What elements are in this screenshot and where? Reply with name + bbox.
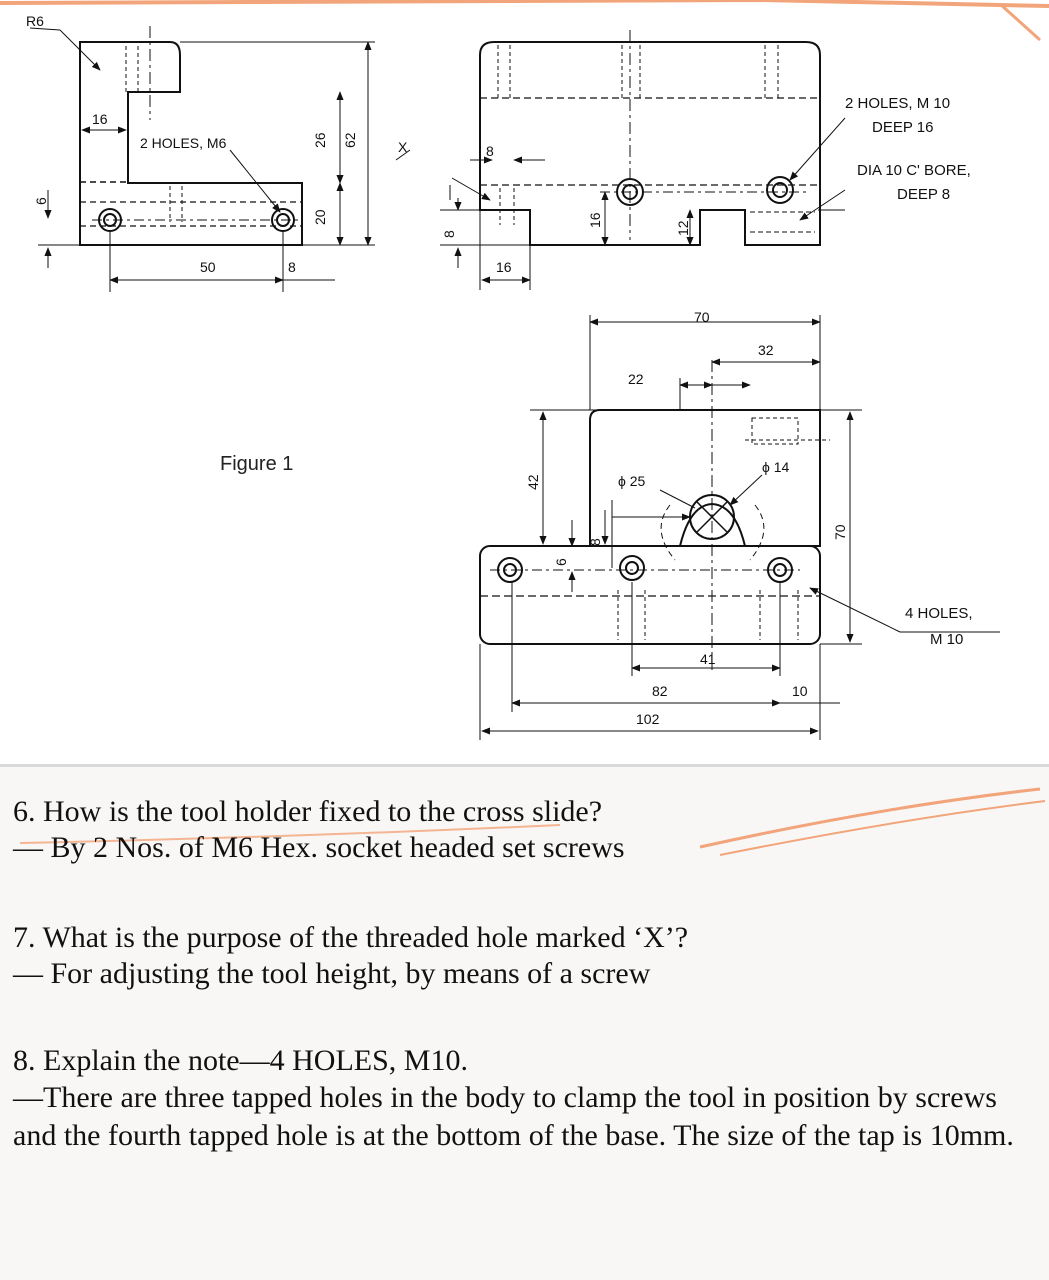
dim-50: 50 bbox=[200, 259, 216, 275]
qa-block-7: 7. What is the purpose of the threaded h… bbox=[13, 920, 688, 992]
dim-dia-14: ϕ 14 bbox=[762, 459, 790, 475]
dim-12: 12 bbox=[675, 220, 691, 236]
dim-82: 82 bbox=[652, 683, 668, 699]
label-r6: R6 bbox=[26, 13, 44, 29]
accent-stroke bbox=[0, 0, 1049, 8]
accent-stroke-corner bbox=[998, 2, 1042, 42]
note-m10: M 10 bbox=[930, 631, 963, 648]
qa-block-6: 6. How is the tool holder fixed to the c… bbox=[13, 794, 625, 866]
qa-panel bbox=[0, 767, 1049, 1280]
dim-dia-25: ϕ 25 bbox=[618, 473, 646, 489]
dim-16-front: 16 bbox=[496, 259, 512, 275]
answer-7: — For adjusting the tool height, by mean… bbox=[13, 957, 651, 990]
answer-8: —There are three tapped holes in the bod… bbox=[13, 1081, 1014, 1152]
dim-6-left: 6 bbox=[33, 197, 49, 205]
front-view-outline bbox=[479, 41, 821, 246]
base-hole-2 bbox=[619, 555, 645, 581]
dim-16-left: 16 bbox=[92, 111, 108, 127]
left-view-outline bbox=[79, 41, 303, 246]
engineering-drawing: R6 16 2 HOLES, M6 26 62 20 6 50 8 X 8 8 … bbox=[0, 0, 1049, 740]
figure-caption: Figure 1 bbox=[220, 453, 293, 475]
dim-41: 41 bbox=[700, 651, 716, 667]
dim-8-front-side: 8 bbox=[441, 230, 457, 238]
top-view-body bbox=[589, 409, 821, 547]
question-6: 6. How is the tool holder fixed to the c… bbox=[13, 795, 603, 828]
drawing-panel: R6 16 2 HOLES, M6 26 62 20 6 50 8 X 8 8 … bbox=[0, 0, 1049, 765]
dim-70-top: 70 bbox=[694, 309, 710, 325]
dim-102: 102 bbox=[636, 711, 660, 727]
question-8: 8. Explain the note—4 HOLES, M10. bbox=[13, 1044, 468, 1077]
dim-42: 42 bbox=[525, 474, 541, 490]
note-2-holes-m6: 2 HOLES, M6 bbox=[140, 135, 227, 151]
dim-8-front: 8 bbox=[486, 143, 494, 159]
accent-swoosh bbox=[19, 787, 1046, 856]
dim-16-front-center: 16 bbox=[587, 212, 603, 228]
marker-x: X bbox=[398, 139, 408, 155]
answer-6: — By 2 Nos. of M6 Hex. socket headed set… bbox=[13, 831, 625, 864]
note-4-holes: 4 HOLES, bbox=[905, 605, 973, 622]
dim-32: 32 bbox=[758, 342, 774, 358]
dim-8-left: 8 bbox=[288, 259, 296, 275]
front-view-hole-right bbox=[766, 176, 794, 204]
note-deep-8: DEEP 8 bbox=[897, 186, 950, 203]
note-2-holes-m10: 2 HOLES, M 10 bbox=[845, 95, 950, 112]
dim-20: 20 bbox=[312, 209, 328, 225]
top-view-base bbox=[479, 545, 821, 645]
dim-26: 26 bbox=[312, 132, 328, 148]
dim-6-top: 6 bbox=[553, 558, 569, 566]
dim-22: 22 bbox=[628, 371, 644, 387]
note-cbore: DIA 10 C' BORE, bbox=[857, 162, 971, 179]
note-deep-16: DEEP 16 bbox=[872, 119, 933, 136]
divider bbox=[0, 764, 1049, 767]
question-7: 7. What is the purpose of the threaded h… bbox=[13, 921, 689, 954]
dim-70-side: 70 bbox=[832, 524, 848, 540]
dim-62: 62 bbox=[342, 132, 358, 148]
dim-10: 10 bbox=[792, 683, 808, 699]
dim-8-top: 8 bbox=[587, 538, 603, 546]
qa-block-8: 8. Explain the note—4 HOLES, M10. —There… bbox=[13, 1043, 1043, 1155]
